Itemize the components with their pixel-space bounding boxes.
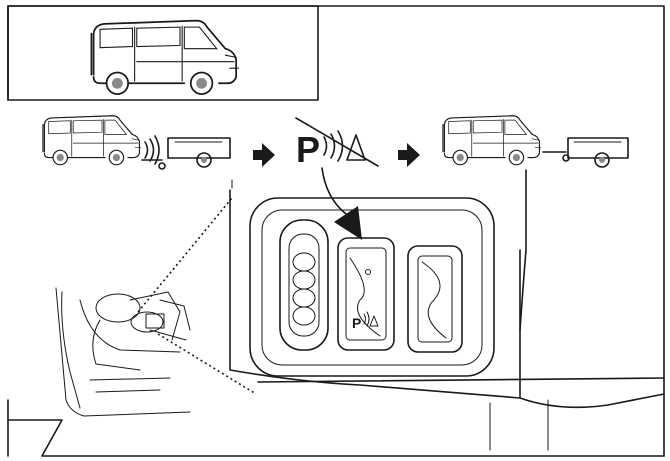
dashboard-panel <box>229 169 665 451</box>
arrow-right-icon <box>398 143 420 167</box>
switch-label: P <box>352 315 361 331</box>
curved-arrow-down-icon <box>321 167 347 215</box>
zoom-leader-lines <box>137 197 257 395</box>
switch-bezel <box>249 197 495 377</box>
van-with-trailer-sensor-off <box>442 115 629 168</box>
cabin-interior <box>55 287 191 417</box>
arrow-right-icon <box>253 143 275 167</box>
parking-sensor-letter: P <box>296 129 320 170</box>
parking-sensor-off-symbol: P <box>295 117 379 170</box>
parking-sensor-switch[interactable]: P <box>337 237 395 351</box>
van-with-trailer-sensor-active <box>42 115 231 170</box>
van-illustration <box>90 19 240 95</box>
rocker-switch <box>279 219 329 351</box>
van-inset-frame <box>7 5 319 101</box>
blank-switch <box>407 245 463 353</box>
